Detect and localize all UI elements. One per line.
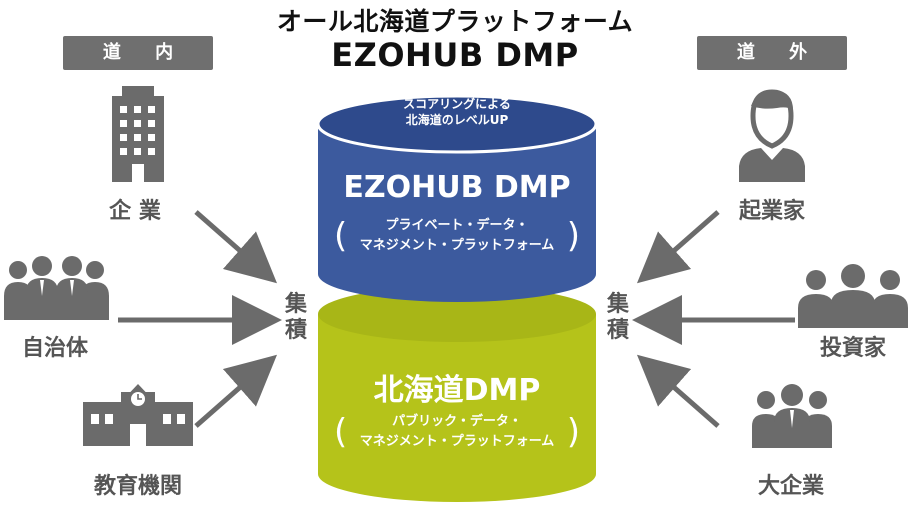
paren-close-bottom: ) (566, 412, 580, 452)
arrow-big-company (636, 354, 720, 428)
arrow-company (194, 210, 278, 284)
private-dmp-desc: ( プライベート・データ・ マネジメント・プラットフォーム ) (334, 216, 580, 256)
person-icon (739, 89, 805, 182)
municipality-label: 自治体 (21, 336, 88, 361)
building-icon (112, 86, 164, 182)
arrow-education (194, 354, 278, 428)
public-dmp-desc: ( パブリック・データ・ マネジメント・プラットフォーム ) (334, 412, 580, 452)
paren-open-bottom: ( (334, 412, 348, 452)
paren-close-top: ) (566, 216, 580, 256)
dmp-cylinders (316, 94, 598, 502)
domestic-tag: 道 内 (63, 36, 213, 70)
people-group-icon (4, 256, 109, 320)
public-dmp-cap (318, 286, 596, 342)
big-company-label: 大企業 (757, 474, 824, 499)
education-label: 教育機関 (93, 474, 182, 499)
arrow-entrepreneur (636, 210, 720, 284)
cap-text: スコアリングによる 北海道のレベルUP (403, 97, 511, 127)
people-trio-icon (798, 264, 908, 328)
public-dmp-cylinder (318, 314, 596, 502)
private-dmp-cylinder (318, 124, 596, 302)
business-group-icon (752, 384, 832, 448)
accumulate-label-left: 集積 (284, 292, 307, 343)
private-dmp-cap (316, 94, 598, 154)
company-label: 企 業 (109, 199, 161, 224)
title-line-2: EZOHUB DMP (331, 36, 579, 74)
school-icon (83, 384, 193, 446)
entrepreneur-label: 起業家 (738, 199, 805, 224)
paren-open-top: ( (334, 216, 348, 256)
title-line-1: オール北海道プラットフォーム (276, 7, 634, 36)
overseas-tag: 道 外 (697, 36, 847, 70)
private-dmp-name: EZOHUB DMP (343, 170, 571, 205)
investor-label: 投資家 (819, 336, 886, 361)
accumulate-label-right: 集積 (606, 292, 629, 343)
public-dmp-name: 北海道DMP (373, 373, 541, 408)
